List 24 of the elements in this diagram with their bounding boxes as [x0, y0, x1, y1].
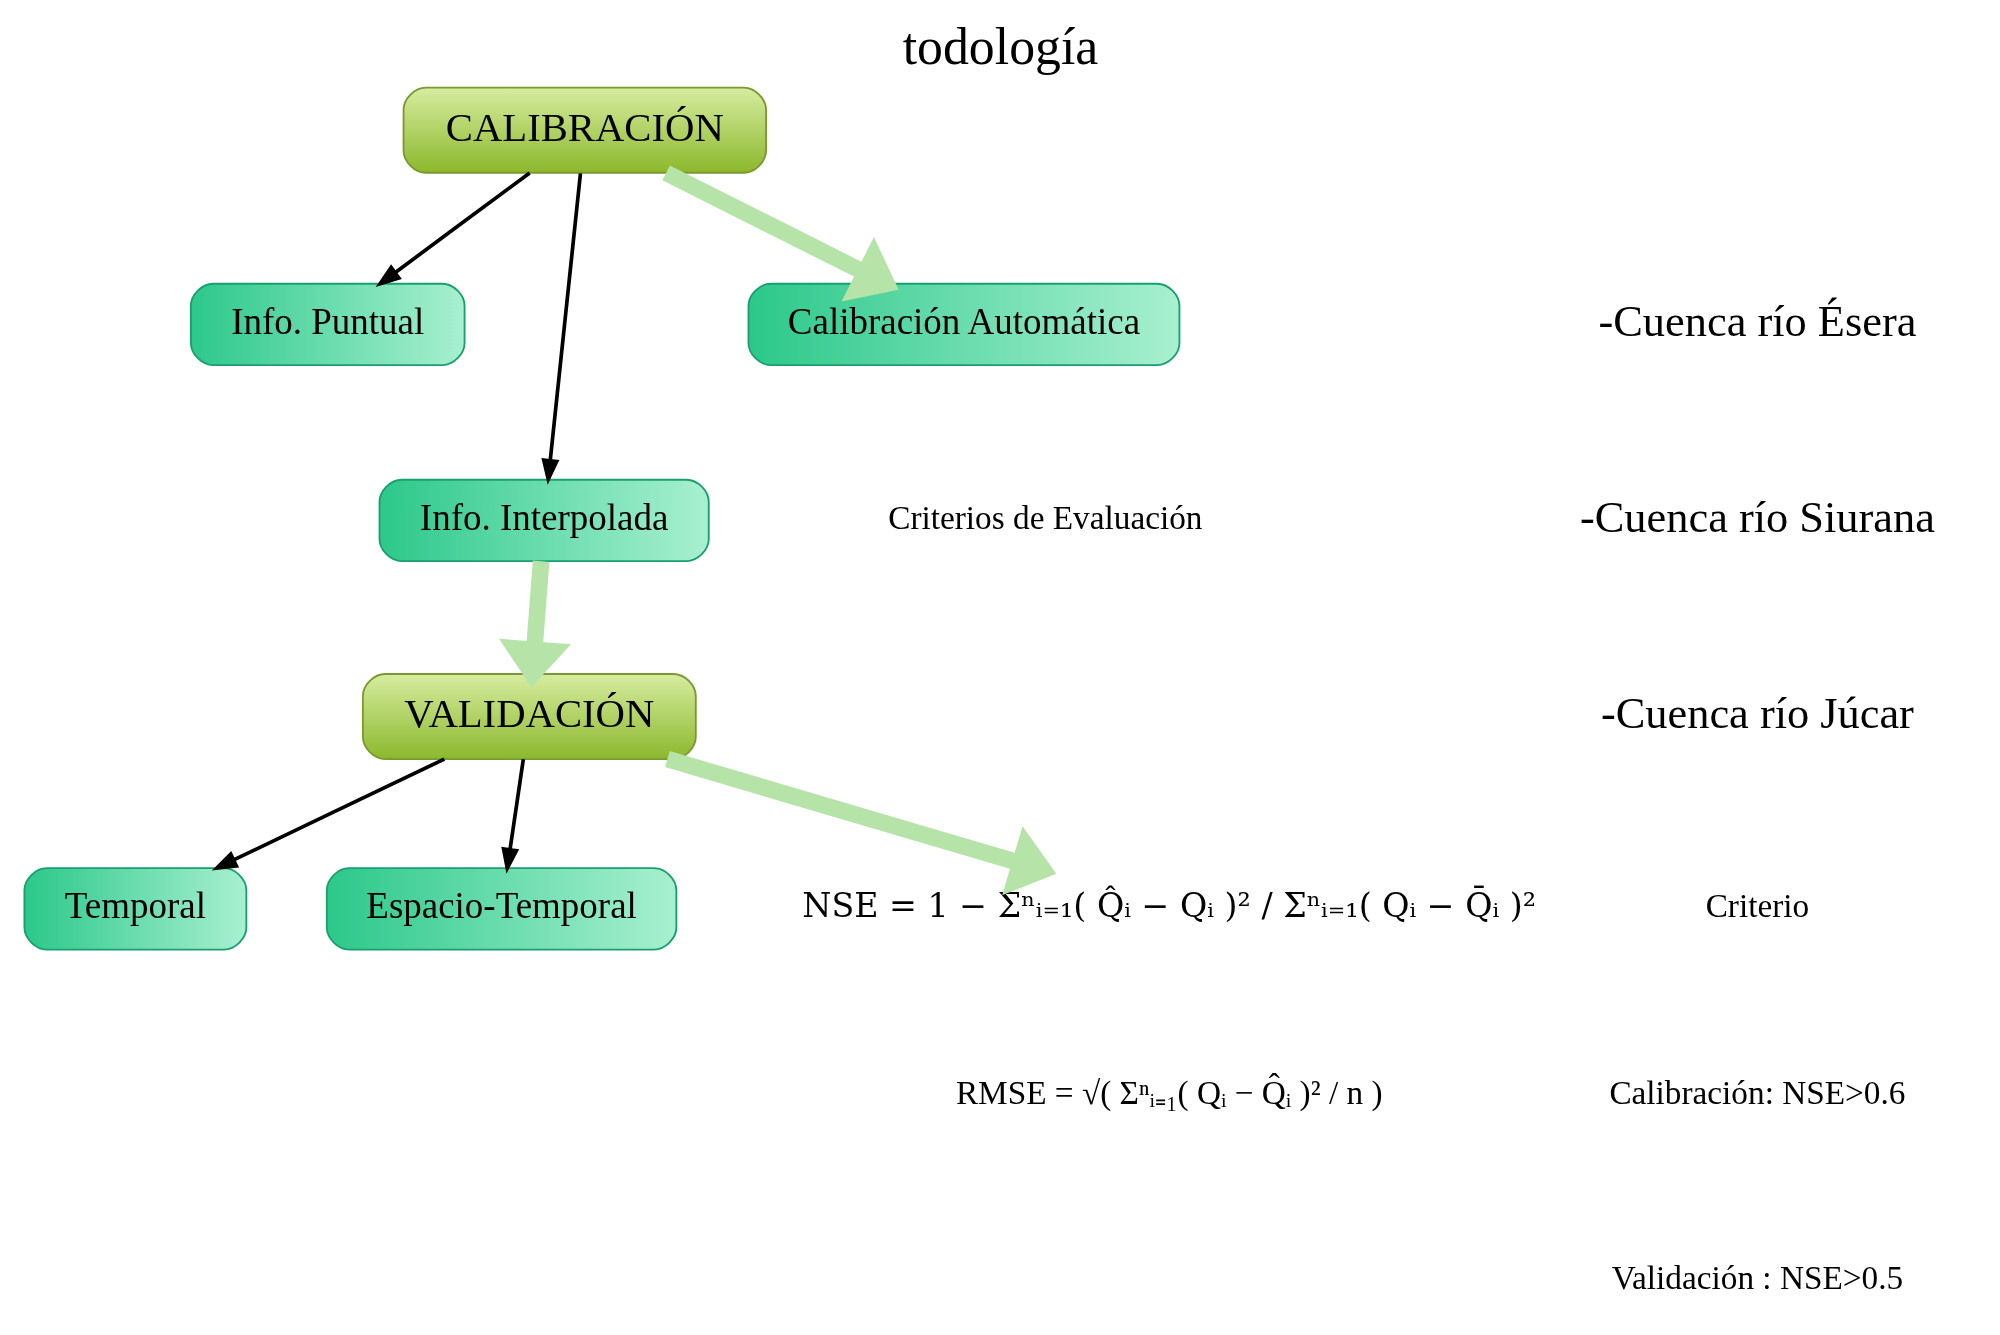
node-box: CALIBRACIÓN [402, 86, 767, 174]
arrow [664, 751, 1056, 896]
arrow [661, 165, 899, 302]
node-box: Info. Puntual [189, 282, 465, 367]
label: -Cuenca río Ésera [1597, 295, 1916, 346]
node-box: Calibración Automática [747, 282, 1180, 367]
arrow [540, 173, 582, 485]
label: -Cuenca río Júcar [1600, 687, 1914, 738]
label: -Cuenca río Siurana [1579, 491, 1935, 542]
node-box: Info. Interpolada [378, 478, 710, 563]
node-box: Espacio-Temporal [325, 867, 677, 951]
label: Calibración: NSE>0.6 [1608, 1073, 1905, 1111]
diagram-title: todología [902, 18, 1098, 76]
label: Criterios de Evaluación [887, 498, 1202, 536]
node-text: NSE = 1 − Σⁿᵢ₌₁( Q̂ᵢ − Qᵢ )² / Σⁿᵢ₌₁( Qᵢ − Q̄ᵢ )² [801, 886, 1536, 925]
arrow [498, 560, 571, 688]
label: Validación : NSE>0.5 [1611, 1258, 1903, 1296]
arrow [375, 171, 531, 288]
node-box: VALIDACIÓN [361, 673, 697, 760]
node-box: Temporal [22, 867, 247, 951]
label: RMSE = √( Σⁿᵢ₌₁( Qᵢ − Q̂ᵢ )² / n ) [955, 1073, 1383, 1111]
label: Criterio [1705, 887, 1809, 924]
arrow [211, 757, 445, 871]
arrow [500, 759, 525, 874]
